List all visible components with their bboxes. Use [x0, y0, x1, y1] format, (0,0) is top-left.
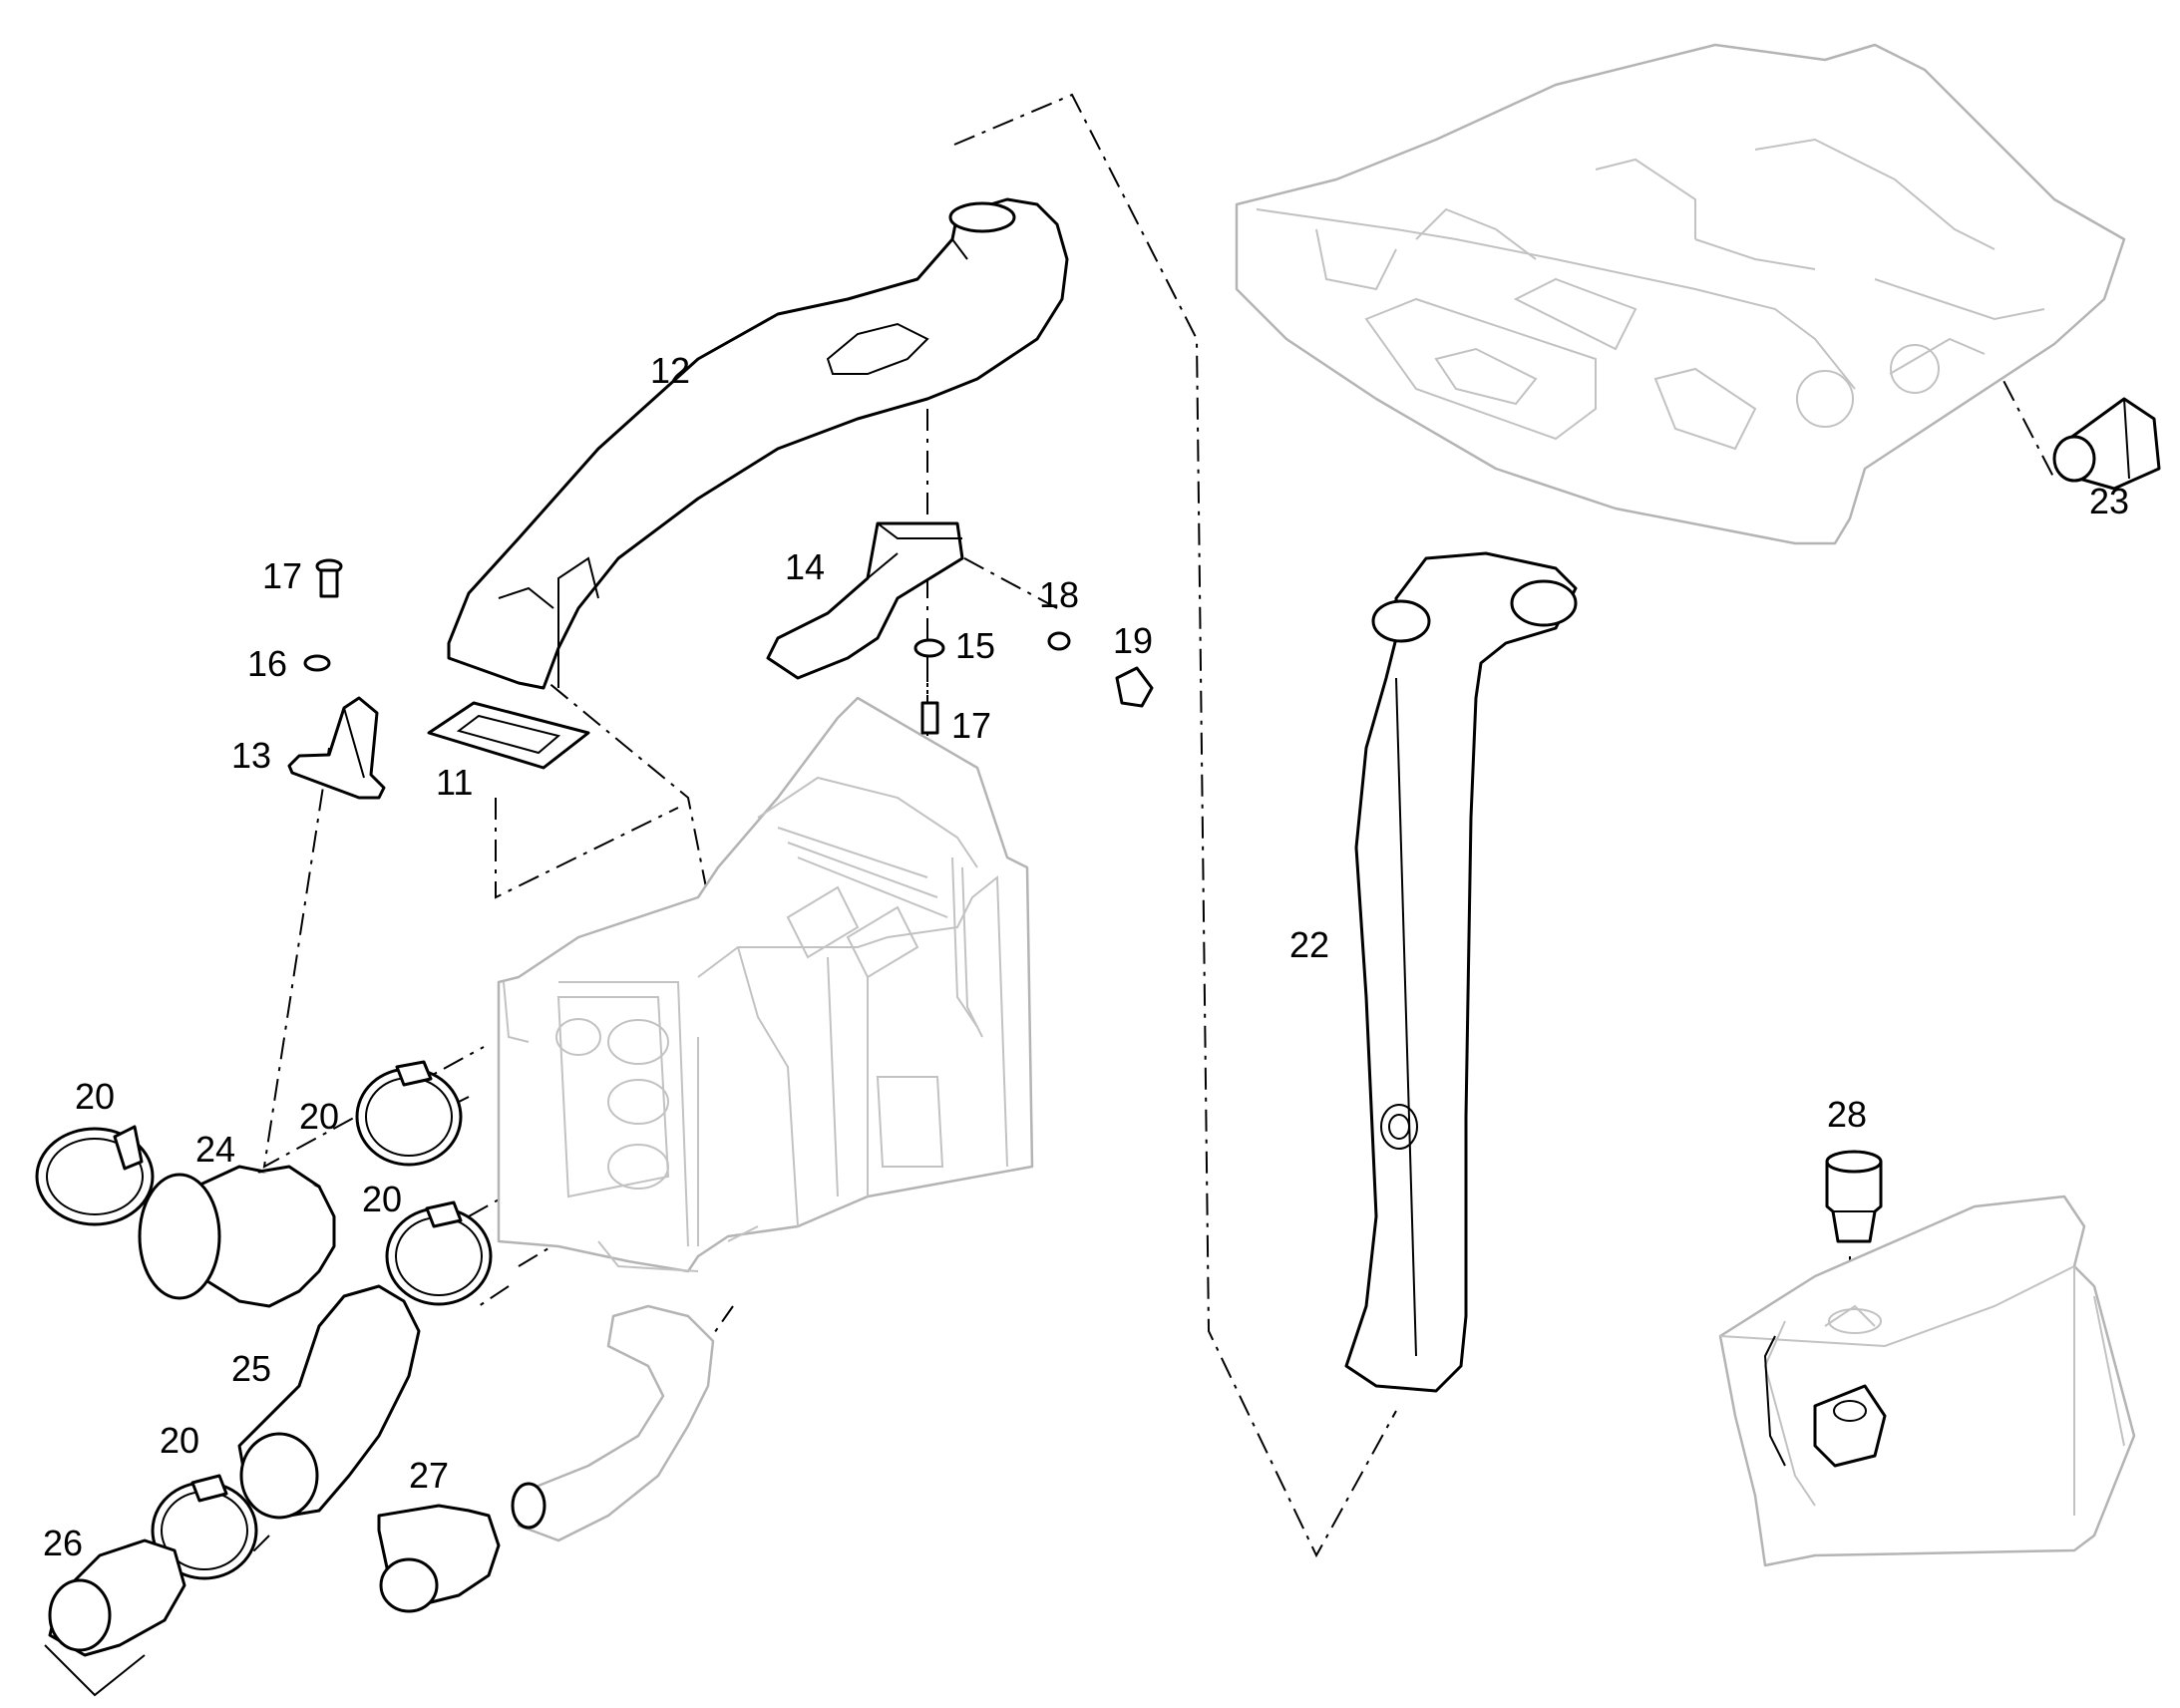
part-12-upper-duct — [447, 197, 1069, 690]
label-18: 18 — [1039, 574, 1079, 615]
part-20-clamps — [35, 1060, 493, 1580]
label-17-upper: 17 — [262, 555, 302, 596]
part-14-bracket — [766, 521, 964, 680]
part-18-nut — [1047, 631, 1071, 651]
part-23-vent-cap — [2052, 397, 2161, 491]
part-15-washer — [913, 638, 945, 658]
label-11: 11 — [436, 762, 473, 803]
label-22: 22 — [1289, 924, 1329, 965]
label-17-lower: 17 — [951, 705, 991, 746]
label-20-d: 20 — [160, 1420, 199, 1461]
label-16: 16 — [247, 643, 287, 684]
label-12: 12 — [650, 350, 690, 391]
part-number-labels: 11 12 13 14 15 16 17 17 18 19 20 20 20 2… — [43, 350, 2129, 1563]
part-24-elbow-hose — [138, 1165, 336, 1308]
part-11-gasket — [427, 701, 590, 770]
label-14: 14 — [785, 546, 825, 587]
part-28-nozzle — [1825, 1150, 1883, 1243]
lower-console — [1718, 1195, 2136, 1567]
part-27-hose — [377, 1304, 715, 1613]
part-19-plug — [1115, 666, 1154, 708]
part-25-curved-hose — [237, 1284, 421, 1520]
label-20-a: 20 — [75, 1076, 115, 1117]
label-19: 19 — [1113, 620, 1153, 661]
part-22-vertical-duct — [1344, 551, 1578, 1393]
part-16-washer — [303, 654, 331, 672]
part-26-end-fitting — [44, 1538, 186, 1697]
heater-housing — [497, 696, 1034, 1273]
label-24: 24 — [195, 1129, 235, 1170]
label-26: 26 — [43, 1523, 83, 1563]
label-27: 27 — [409, 1455, 449, 1496]
part-17-bolt-shank — [319, 568, 339, 598]
label-13: 13 — [231, 735, 271, 776]
label-15: 15 — [955, 625, 995, 666]
part-13-bracket — [287, 696, 386, 800]
hardware-parts — [303, 558, 1154, 735]
label-28: 28 — [1827, 1094, 1867, 1135]
label-20-c: 20 — [362, 1179, 402, 1219]
label-23: 23 — [2089, 481, 2129, 521]
part-17-lower-bolt — [920, 701, 939, 735]
label-25: 25 — [231, 1348, 271, 1389]
dashboard-panel — [1235, 43, 2126, 545]
label-20-b: 20 — [299, 1096, 339, 1137]
